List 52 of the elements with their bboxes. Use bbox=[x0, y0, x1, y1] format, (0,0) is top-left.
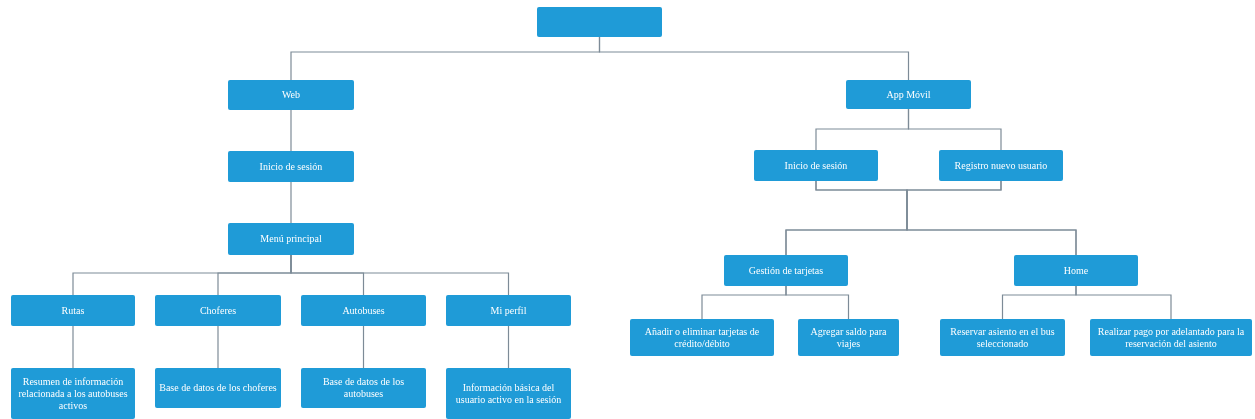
connector-line bbox=[217, 325, 219, 369]
node-label: Base de datos de los choferes bbox=[159, 382, 277, 394]
node-label: App Móvil bbox=[886, 88, 931, 101]
tree-box bbox=[846, 80, 971, 109]
tree-box bbox=[11, 295, 135, 326]
connector-line bbox=[72, 325, 74, 369]
node-label: Registro nuevo usuario bbox=[954, 159, 1048, 172]
tree-box bbox=[228, 80, 354, 110]
tree-box bbox=[446, 295, 571, 326]
connector-line bbox=[785, 285, 850, 320]
node-label: Realizar pago por adelantado para la reservación del asiento bbox=[1096, 325, 1246, 350]
node-label: Inicio de sesión bbox=[259, 160, 323, 173]
tree-box bbox=[11, 368, 135, 419]
tree-box bbox=[228, 151, 354, 182]
node-label: Choferes bbox=[199, 304, 237, 317]
tree-box bbox=[301, 295, 426, 326]
node-label: Menú principal bbox=[260, 233, 322, 245]
connector-line bbox=[1075, 285, 1172, 320]
connector-line bbox=[906, 180, 1077, 256]
node-label: Inicio de sesión bbox=[784, 159, 848, 172]
tree-box bbox=[446, 368, 571, 419]
tree-box bbox=[940, 319, 1065, 356]
node-label: Resumen de información relacionada a los autobuses activos bbox=[17, 375, 129, 412]
connector-line bbox=[362, 325, 365, 369]
node-label: Gestión de tarjetas bbox=[748, 264, 824, 277]
tree-box bbox=[939, 150, 1063, 181]
tree-box bbox=[724, 255, 848, 286]
connector-line bbox=[507, 325, 510, 369]
tree-box bbox=[155, 368, 281, 408]
tree-box bbox=[301, 368, 426, 408]
connector-line bbox=[290, 181, 292, 224]
node-label: Autobuses bbox=[342, 304, 385, 317]
box-shape bbox=[537, 7, 662, 37]
node-label: Agregar saldo para viajes bbox=[809, 325, 888, 350]
node-label: Web bbox=[281, 89, 301, 101]
connector-line bbox=[598, 36, 910, 81]
tree-box bbox=[155, 295, 281, 326]
tree-box bbox=[228, 223, 354, 255]
tree-box bbox=[1014, 255, 1138, 286]
connector-line bbox=[907, 108, 1002, 151]
node-label: Información básica del usuario activo en la sesión bbox=[454, 381, 563, 406]
node-label: Home bbox=[1063, 264, 1089, 277]
node-label: Base de datos de los autobuses bbox=[321, 376, 406, 400]
connector-line bbox=[290, 109, 292, 152]
node-label: Reservar asiento en el bus seleccionado bbox=[949, 325, 1056, 350]
tree-box bbox=[630, 319, 774, 356]
tree-box bbox=[798, 319, 899, 356]
node-label: Rutas bbox=[61, 304, 85, 317]
tree-box bbox=[754, 150, 878, 181]
node-label: Mi perfil bbox=[490, 304, 527, 317]
tree-box bbox=[1090, 319, 1252, 356]
node-label: Añadir o eliminar tarjetas de crédito/débito bbox=[643, 325, 761, 350]
